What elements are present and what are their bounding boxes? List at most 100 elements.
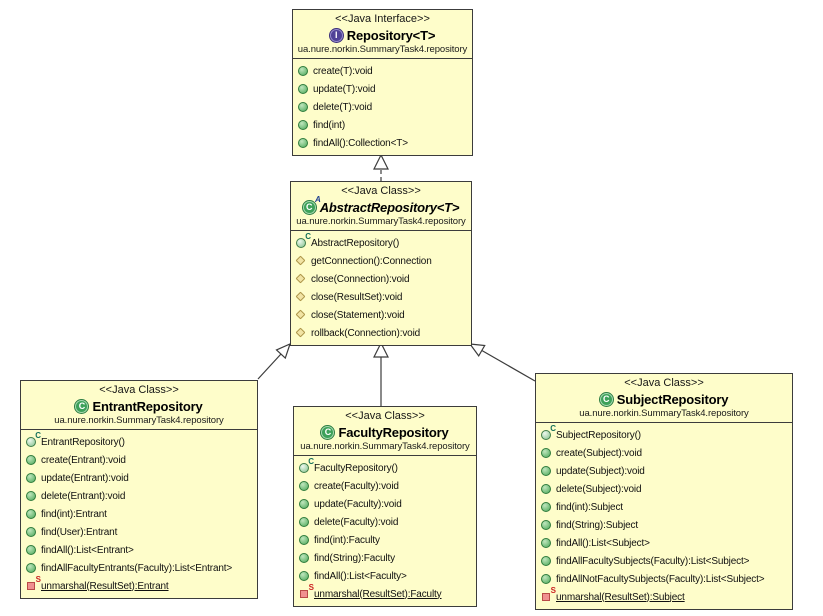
method-row[interactable]: findAll():List<Entrant> [26, 541, 255, 559]
class-box-repository[interactable]: <<Java Interface>> I Repository<T> ua.nu… [292, 9, 473, 156]
class-name-row: C FacultyRepository [296, 423, 474, 441]
public-method-icon [299, 481, 309, 491]
method-row[interactable]: findAllFacultySubjects(Faculty):List<Sub… [541, 552, 790, 570]
method-label: findAllNotFacultySubjects(Faculty):List<… [556, 573, 765, 585]
class-icon: C [599, 392, 613, 406]
interface-icon: I [329, 28, 343, 42]
public-method-icon [298, 102, 308, 112]
public-method-icon [299, 553, 309, 563]
class-name: EntrantRepository [92, 398, 203, 414]
stereotype-label: <<Java Class>> [99, 384, 179, 396]
method-row[interactable]: delete(T):void [298, 98, 470, 116]
public-method-icon [541, 484, 551, 494]
method-row[interactable]: create(Subject):void [541, 444, 790, 462]
method-row[interactable]: find(int):Faculty [299, 531, 474, 549]
private-static-method-icon: S [26, 576, 41, 591]
public-method-icon [298, 66, 308, 76]
public-method-icon [299, 535, 309, 545]
method-label: SubjectRepository() [556, 429, 641, 441]
method-label: delete(T):void [313, 101, 373, 113]
class-header: <<Java Class>> C FacultyRepository ua.nu… [294, 407, 476, 455]
method-label: unmarshal(ResultSet):Entrant [41, 580, 169, 592]
class-name-row: C EntrantRepository [23, 397, 255, 415]
method-row[interactable]: create(Entrant):void [26, 451, 255, 469]
protected-method-icon [296, 328, 306, 338]
method-label: unmarshal(ResultSet):Subject [556, 591, 685, 603]
method-row[interactable]: rollback(Connection):void [296, 324, 469, 342]
method-label: create(T):void [313, 65, 373, 77]
methods-list: create(T):void update(T):void delete(T):vo… [293, 58, 472, 155]
method-row[interactable]: update(Faculty):void [299, 495, 474, 513]
method-row[interactable]: create(Faculty):void [299, 477, 474, 495]
method-row[interactable]: find(int):Entrant [26, 505, 255, 523]
method-row[interactable]: update(Subject):void [541, 462, 790, 480]
method-label: getConnection():Connection [311, 255, 432, 267]
protected-method-icon [296, 274, 306, 284]
method-label: findAll():Collection<T> [313, 137, 408, 149]
method-label: findAll():List<Subject> [556, 537, 650, 549]
method-row[interactable]: create(T):void [298, 62, 470, 80]
method-row[interactable]: close(ResultSet):void [296, 288, 469, 306]
method-label: update(Subject):void [556, 465, 645, 477]
generalization-edge-entrantrepository-to-abstractrepository[interactable] [257, 342, 291, 380]
method-row[interactable]: update(Entrant):void [26, 469, 255, 487]
stereotype-label: <<Java Class>> [624, 377, 704, 389]
method-label: delete(Entrant):void [41, 490, 126, 502]
method-row[interactable]: findAll():List<Faculty> [299, 567, 474, 585]
generalization-edge-subjectrepository-to-abstractrepository[interactable] [468, 343, 536, 382]
method-row[interactable]: delete(Faculty):void [299, 513, 474, 531]
class-name: Repository<T> [346, 27, 436, 43]
private-static-method-icon: S [299, 584, 314, 599]
public-method-icon [26, 527, 36, 537]
method-label: findAllFacultyEntrants(Faculty):List<Ent… [41, 562, 233, 574]
method-row[interactable]: findAll():Collection<T> [298, 134, 470, 152]
class-icon: C [75, 399, 89, 413]
method-label: findAllFacultySubjects(Faculty):List<Sub… [556, 555, 750, 567]
method-row[interactable]: delete(Subject):void [541, 480, 790, 498]
public-method-icon [541, 538, 551, 548]
class-name: SubjectRepository [616, 391, 729, 407]
method-row[interactable]: close(Statement):void [296, 306, 469, 324]
method-row[interactable]: find(int) [298, 116, 470, 134]
public-method-icon [26, 509, 36, 519]
public-method-icon [26, 563, 36, 573]
class-box-faculty-repository[interactable]: <<Java Class>> C FacultyRepository ua.nu… [293, 406, 477, 607]
method-label: find(String):Faculty [314, 552, 395, 564]
class-box-entrant-repository[interactable]: <<Java Class>> C EntrantRepository ua.nu… [20, 380, 258, 599]
generalization-edge-facultyrepository-to-abstractrepository[interactable] [373, 341, 389, 406]
class-box-subject-repository[interactable]: <<Java Class>> C SubjectRepository ua.nu… [535, 373, 793, 610]
method-label: close(ResultSet):void [311, 291, 403, 303]
method-row[interactable]: findAll():List<Subject> [541, 534, 790, 552]
method-row[interactable]: update(T):void [298, 80, 470, 98]
method-row[interactable]: find(String):Subject [541, 516, 790, 534]
package-label: ua.nure.norkin.SummaryTask4.repository [297, 44, 468, 55]
method-label: delete(Subject):void [556, 483, 642, 495]
method-row[interactable]: getConnection():Connection [296, 252, 469, 270]
method-row[interactable]: find(String):Faculty [299, 549, 474, 567]
private-static-method-icon: S [541, 587, 556, 602]
method-row[interactable]: findAllNotFacultySubjects(Faculty):List<… [541, 570, 790, 588]
method-row[interactable]: find(User):Entrant [26, 523, 255, 541]
public-method-icon [299, 499, 309, 509]
realization-edge-abstractrepository-to-repository[interactable] [373, 153, 389, 181]
method-row[interactable]: close(Connection):void [296, 270, 469, 288]
method-row[interactable]: delete(Entrant):void [26, 487, 255, 505]
package-label: ua.nure.norkin.SummaryTask4.repository [296, 216, 466, 227]
method-row[interactable]: findAllFacultyEntrants(Faculty):List<Ent… [26, 559, 255, 577]
public-method-icon [541, 448, 551, 458]
method-row[interactable]: find(int):Subject [541, 498, 790, 516]
public-method-icon [299, 517, 309, 527]
constructor-method-icon: C [26, 432, 41, 447]
protected-method-icon [296, 256, 306, 266]
